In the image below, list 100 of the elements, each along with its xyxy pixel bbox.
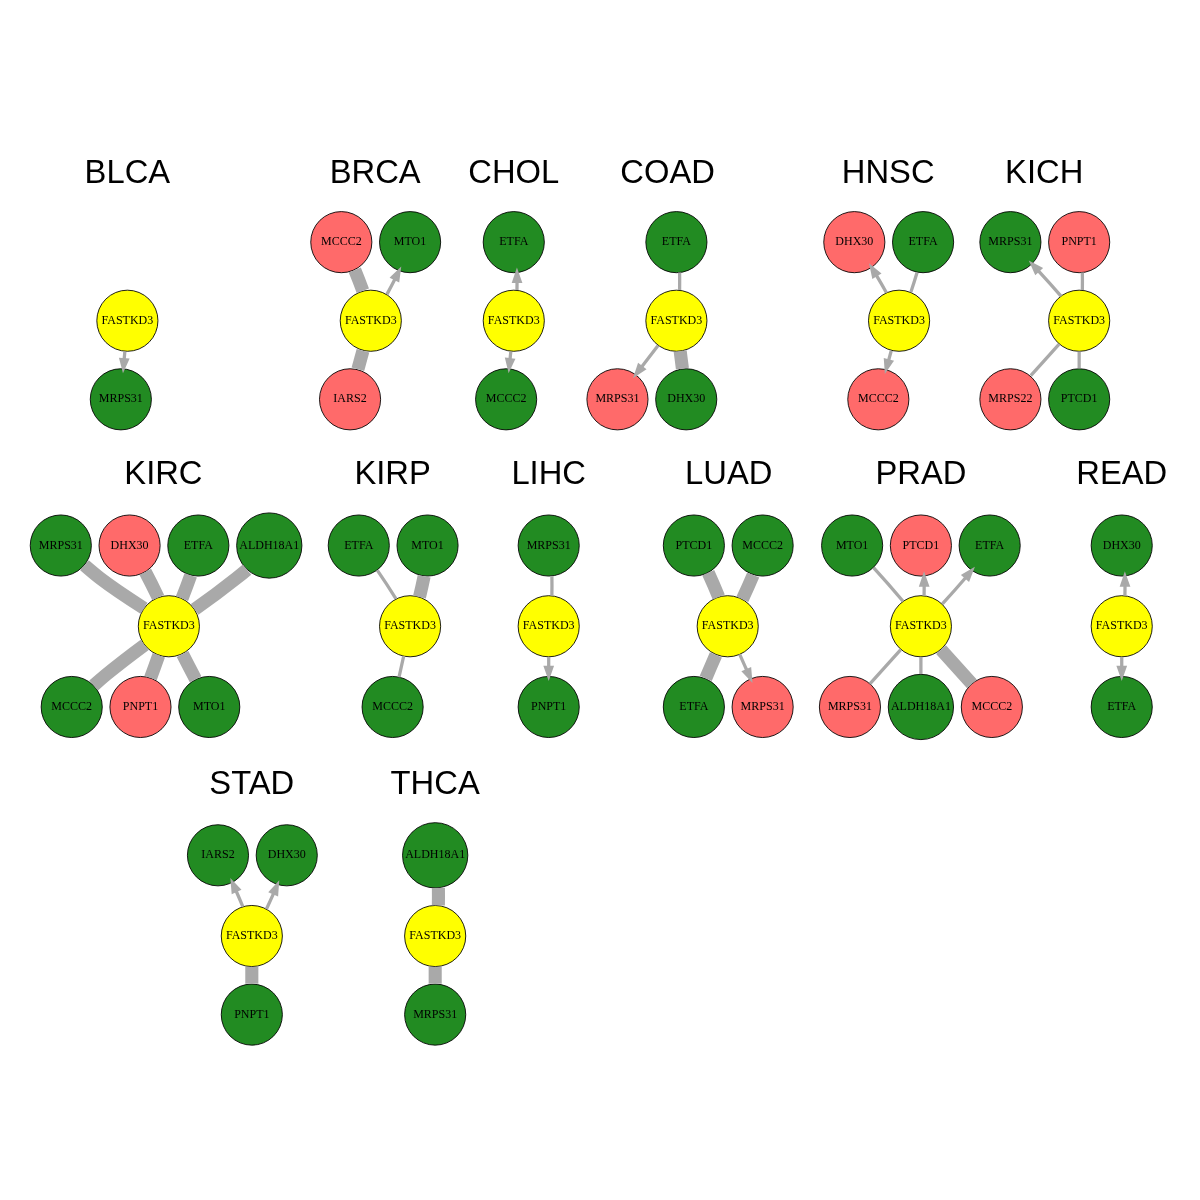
connector xyxy=(936,645,977,689)
node-circle: FASTKD3 xyxy=(404,905,467,967)
arrow xyxy=(918,571,930,596)
node-circle: IARS2 xyxy=(319,368,382,431)
connector xyxy=(428,966,442,984)
label: THCA xyxy=(390,763,480,801)
connector xyxy=(139,568,165,601)
node-circle: MRPS31 xyxy=(731,675,794,738)
node-circle: ETFA xyxy=(1090,675,1153,738)
connector xyxy=(175,573,197,601)
node-circle: ETFA xyxy=(958,514,1021,577)
node-circle: DHX30 xyxy=(655,368,718,431)
connector xyxy=(699,652,722,681)
label: READ xyxy=(1076,453,1168,491)
node-circle: PNPT1 xyxy=(517,675,580,738)
label: STAD xyxy=(209,763,295,801)
node-circle: MRPS22 xyxy=(979,368,1042,431)
node-circle: ALDH18A1 xyxy=(402,822,469,889)
arrow xyxy=(511,267,523,291)
label: COAD xyxy=(620,152,715,190)
connector xyxy=(868,648,902,685)
node-circle: MTO1 xyxy=(821,514,884,577)
label: LIHC xyxy=(511,453,586,491)
node-circle: PNPT1 xyxy=(220,983,283,1046)
label: HNSC xyxy=(841,152,935,190)
node-circle: PNPT1 xyxy=(1048,211,1111,274)
node-circle: MRPS31 xyxy=(818,675,881,738)
node-circle: FASTKD3 xyxy=(868,289,931,352)
node-circle: PTCD1 xyxy=(889,514,952,577)
label: BLCA xyxy=(84,152,171,190)
node-circle: PTCD1 xyxy=(1048,368,1111,431)
node-circle: MCCC2 xyxy=(475,368,538,431)
node-circle: FASTKD3 xyxy=(379,595,442,658)
node-circle: FASTKD3 xyxy=(1090,595,1153,658)
connector xyxy=(351,349,370,372)
node-circle: MCCC2 xyxy=(40,675,103,738)
connector xyxy=(909,272,919,293)
arrow xyxy=(738,653,753,684)
node-circle: DHX30 xyxy=(98,514,161,577)
connector xyxy=(190,564,252,615)
node-circle: MRPS31 xyxy=(404,983,467,1046)
connector xyxy=(80,560,148,614)
connector xyxy=(919,657,923,675)
node-circle: MRPS31 xyxy=(29,514,92,577)
node-circle: FASTKD3 xyxy=(645,289,708,352)
arrow xyxy=(869,263,888,294)
connector xyxy=(702,570,725,600)
connector xyxy=(736,572,760,602)
node-circle: DHX30 xyxy=(255,824,318,887)
connector xyxy=(176,650,202,683)
arrow xyxy=(1119,571,1131,596)
node-circle: MCCC2 xyxy=(731,514,794,577)
node-circle: FASTKD3 xyxy=(696,595,759,658)
node-circle: MCCC2 xyxy=(361,675,424,738)
label: CHOL xyxy=(468,152,560,190)
label: BRCA xyxy=(329,152,421,190)
node-circle: FASTKD3 xyxy=(517,595,580,658)
arrow xyxy=(941,566,975,606)
connector xyxy=(89,639,149,691)
connector xyxy=(397,655,406,678)
connector xyxy=(872,566,905,603)
node-circle: MRPS31 xyxy=(89,368,152,431)
label: KICH xyxy=(1005,152,1084,190)
node-circle: FASTKD3 xyxy=(339,289,402,352)
label: KIRC xyxy=(124,453,203,491)
node-circle: FASTKD3 xyxy=(137,595,200,658)
node-circle: MTO1 xyxy=(178,675,241,738)
label: LUAD xyxy=(685,453,773,491)
connector xyxy=(144,653,165,681)
node-circle: ETFA xyxy=(892,211,955,274)
node-circle: ETFA xyxy=(327,514,390,577)
arrow xyxy=(230,878,245,908)
node-circle: MCCC2 xyxy=(847,368,910,431)
arrow xyxy=(265,880,280,910)
connector xyxy=(348,267,369,293)
node-circle: DHX30 xyxy=(1090,514,1153,577)
node-circle: ETFA xyxy=(167,514,230,577)
node-circle: MRPS31 xyxy=(517,514,580,577)
node-circle: MTO1 xyxy=(396,514,459,577)
node-circle: MCCC2 xyxy=(960,675,1023,738)
node-circle: FASTKD3 xyxy=(1048,289,1111,352)
arrow xyxy=(632,344,660,379)
connector xyxy=(375,569,398,600)
connector xyxy=(673,350,689,370)
node-circle: MTO1 xyxy=(379,211,442,274)
node-circle: FASTKD3 xyxy=(482,289,545,352)
node-circle: MCCC2 xyxy=(310,211,373,274)
node-circle: FASTKD3 xyxy=(96,289,159,352)
connector xyxy=(1029,343,1061,377)
node-circle: ETFA xyxy=(662,675,725,738)
connector xyxy=(245,966,259,984)
node-circle: ALDH18A1 xyxy=(236,512,303,579)
node-circle: MRPS31 xyxy=(586,368,649,431)
connector xyxy=(431,887,445,906)
connector xyxy=(413,575,431,599)
node-circle: PNPT1 xyxy=(109,675,172,738)
arrow xyxy=(1028,260,1063,298)
node-circle: ETFA xyxy=(482,211,545,274)
node-circle: ALDH18A1 xyxy=(887,673,954,741)
node-circle: IARS2 xyxy=(187,824,249,887)
